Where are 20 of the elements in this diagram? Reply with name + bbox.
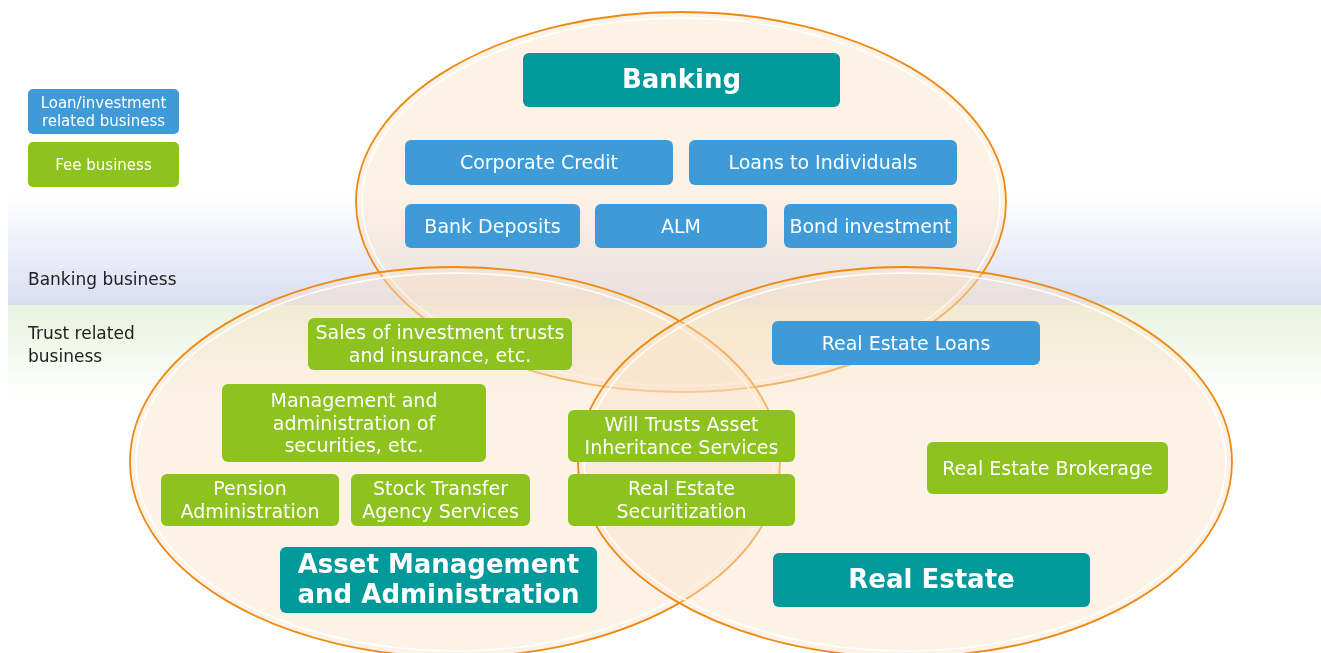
business-box: Real Estate Securitization <box>568 474 795 526</box>
legend-swatch: Fee business <box>28 142 179 187</box>
business-box: Sales of investment trusts and insurance, etc. <box>308 318 572 370</box>
business-box: Management and administration of securities, etc. <box>222 384 486 462</box>
business-box: ALM <box>595 204 767 248</box>
business-box: Pension Administration <box>161 474 339 526</box>
business-box: Corporate Credit <box>405 140 673 185</box>
band-label: Banking business <box>28 268 178 291</box>
business-box: Real Estate Brokerage <box>927 442 1168 494</box>
legend-swatch: Loan/investment related business <box>28 89 179 134</box>
business-box: Bond investment <box>784 204 957 248</box>
business-box: Real Estate Loans <box>772 321 1040 365</box>
business-box: Will Trusts Asset Inheritance Services <box>568 410 795 462</box>
business-box: Stock Transfer Agency Services <box>351 474 530 526</box>
heading-box: Asset Management and Administration <box>280 547 597 613</box>
business-box: Loans to Individuals <box>689 140 957 185</box>
business-box: Bank Deposits <box>405 204 580 248</box>
heading-box: Real Estate <box>773 553 1090 607</box>
band-label: Trust related business <box>28 322 136 368</box>
heading-box: Banking <box>523 53 840 107</box>
